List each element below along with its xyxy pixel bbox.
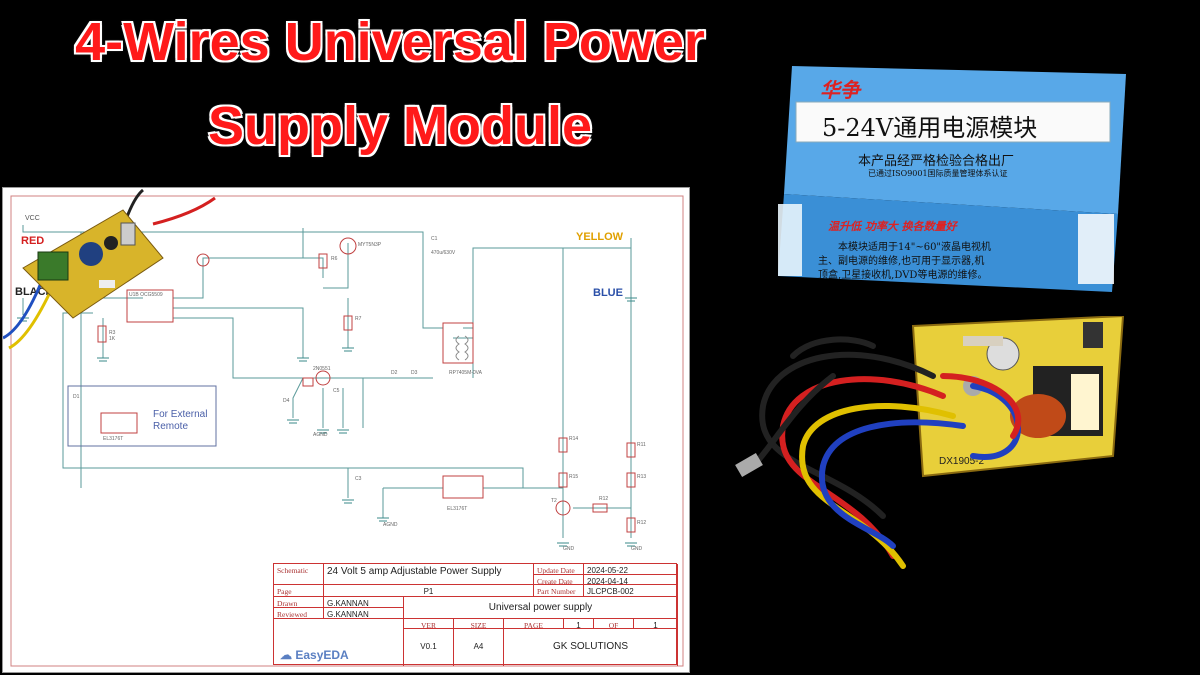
part-number: JLCPCB-002 [584, 585, 678, 597]
box-desc-2: 主、副电源的维修,也可用于显示器,机 [818, 256, 985, 267]
page-count-label: PAGE [504, 619, 564, 629]
svg-text:R12: R12 [599, 496, 608, 502]
sheet-size: A4 [454, 629, 504, 666]
of-label: OF [594, 619, 634, 629]
schematic-title-block: Schematic 24 Volt 5 amp Adjustable Power… [273, 563, 678, 666]
svg-text:R13: R13 [637, 474, 646, 480]
box-model-title: 5-24V通用电源模块 [822, 114, 1038, 142]
update-date-label: Update Date [534, 564, 584, 575]
svg-text:EL3176T: EL3176T [447, 506, 467, 512]
page-number: 1 [564, 619, 594, 629]
svg-text:D4: D4 [283, 398, 290, 404]
box-desc-1: 本模块适用于14"~60"液晶电视机 [838, 242, 992, 253]
box-slogan: 温升低 功率大 换各数量好 [828, 220, 957, 233]
svg-text:R11: R11 [637, 442, 646, 448]
yellow-wire-label: YELLOW [576, 231, 624, 243]
svg-text:GND: GND [563, 546, 575, 552]
svg-text:C1: C1 [431, 236, 438, 242]
svg-text:EL3176T: EL3176T [103, 436, 123, 442]
pcb-module-photo: DX1905-2 [735, 316, 1125, 569]
logo-cell [274, 619, 404, 666]
red-wire-label: RED [21, 235, 45, 247]
box-iso-line: 已通过ISO9001国际质量管理体系认证 [868, 169, 1008, 178]
create-date: 2024-04-14 [584, 575, 678, 585]
svg-text:1K: 1K [109, 336, 116, 342]
svg-text:MYT5N3P: MYT5N3P [358, 242, 382, 248]
svg-text:RP7405M-0VA: RP7405M-0VA [449, 370, 483, 376]
ver-label: VER [404, 619, 454, 629]
version: V0.1 [404, 629, 454, 666]
reviewed-by: G.KANNAN [324, 608, 404, 619]
svg-text:D2: D2 [391, 370, 398, 376]
svg-text:D1: D1 [73, 394, 80, 400]
product-box-photo: 华争 5-24V通用电源模块 本产品经严格检验合格出厂 已通过ISO9001国际… [778, 64, 1130, 296]
schematic-name: 24 Volt 5 amp Adjustable Power Supply [324, 564, 534, 585]
box-brand: 华争 [820, 78, 860, 102]
cloud-icon: ☁ [280, 648, 296, 662]
pcb-board-label: DX1905-2 [939, 456, 984, 467]
svg-text:U1B OCG5509: U1B OCG5509 [129, 292, 163, 298]
svg-text:AGND: AGND [313, 432, 328, 438]
page-total: 1 [634, 619, 678, 629]
box-desc-3: 顶盒,卫星接收机,DVD等电源的维修。 [818, 270, 988, 281]
easyeda-logo: ☁ EasyEDA [280, 648, 349, 662]
svg-text:T2: T2 [551, 498, 557, 504]
mini-pcb-photo [3, 188, 216, 350]
svg-text:R3: R3 [109, 330, 116, 336]
create-date-label: Create Date [534, 575, 584, 585]
remote-note-line-2: Remote [153, 421, 189, 432]
svg-text:R7: R7 [355, 316, 362, 322]
size-label: SIZE [454, 619, 504, 629]
reviewed-label: Reviewed [274, 608, 324, 619]
svg-text:GND: GND [631, 546, 643, 552]
schematic-label: Schematic [274, 564, 324, 585]
project-name: Universal power supply [404, 597, 678, 619]
remote-note-line-1: For External [153, 409, 208, 420]
part-number-label: Part Number [534, 585, 584, 597]
page-label: Page [274, 585, 324, 597]
drawn-label: Drawn [274, 597, 324, 608]
box-quality-line: 本产品经严格检验合格出厂 [858, 154, 1015, 169]
main-title-line-2: Supply Module [208, 96, 592, 156]
easyeda-logo-text: EasyEDA [295, 648, 349, 662]
svg-text:C5: C5 [333, 388, 340, 394]
vcc-label: VCC [25, 215, 40, 222]
svg-text:R14: R14 [569, 436, 578, 442]
main-title-line-1: 4-Wires Universal Power [75, 12, 705, 72]
blue-wire-label: BLUE [593, 287, 623, 299]
svg-text:R6: R6 [331, 256, 338, 262]
svg-text:2N0551: 2N0551 [313, 366, 331, 372]
update-date: 2024-05-22 [584, 564, 678, 575]
svg-text:R12: R12 [637, 520, 646, 526]
svg-text:R15: R15 [569, 474, 578, 480]
svg-text:C3: C3 [355, 476, 362, 482]
svg-text:470u/630V: 470u/630V [431, 250, 456, 256]
company-name: GK SOLUTIONS [504, 629, 678, 666]
svg-text:D3: D3 [411, 370, 418, 376]
svg-text:AGND: AGND [383, 522, 398, 528]
page-value: P1 [324, 585, 534, 597]
drawn-by: G.KANNAN [324, 597, 404, 608]
